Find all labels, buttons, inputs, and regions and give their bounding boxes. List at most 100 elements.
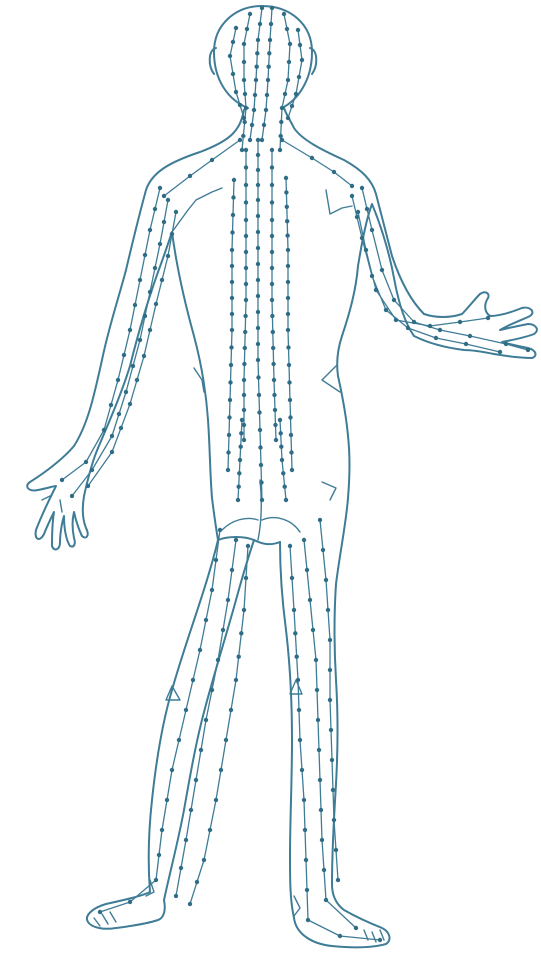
acupoint-dot: [254, 78, 258, 82]
acupoint-dot: [285, 233, 289, 237]
acupoint-dot: [316, 718, 320, 722]
acupoint-dot: [242, 60, 246, 64]
acupoint-dot: [242, 42, 246, 46]
acupoint-dot: [98, 910, 102, 914]
acupoint-dot: [258, 428, 262, 432]
acupoint-dot: [354, 926, 358, 930]
acupoint-dot: [295, 655, 299, 659]
acupoint-dot: [285, 205, 289, 209]
acupoint-dot: [324, 578, 328, 582]
acupoint-dot: [279, 445, 283, 449]
acupoint-dot: [86, 484, 90, 488]
acupoint-dot: [160, 828, 164, 832]
acupoint-dot: [267, 65, 271, 69]
acupoint-dot: [135, 378, 139, 382]
acupoint-dot: [237, 655, 241, 659]
acupoint-dot: [318, 518, 322, 522]
acupoint-dot: [122, 353, 126, 357]
acupoint-dot: [230, 248, 234, 252]
acupoint-dot: [256, 153, 260, 157]
acupoint-dot: [281, 471, 285, 475]
acupoint-dot: [210, 158, 214, 162]
acupoint-dot: [153, 266, 157, 270]
acupoint-dot: [90, 468, 94, 472]
acupoint-dot: [221, 628, 225, 632]
acupoint-dot: [356, 210, 360, 214]
acupoint-dot: [270, 298, 274, 302]
acupoint-dot: [244, 266, 248, 270]
acupoint-dot: [244, 218, 248, 222]
acupoint-dot: [184, 708, 188, 712]
right-buttock: [262, 518, 300, 532]
right-torso-outline: [337, 336, 348, 436]
meridian-line: [250, 8, 262, 140]
left-leg-inner-outline: [164, 540, 254, 900]
acupoint-dot: [256, 375, 260, 379]
meridian-lines: [62, 8, 528, 940]
acupoint-dot: [504, 342, 508, 346]
acupoint-dot: [270, 148, 274, 152]
acupoint-dot: [256, 38, 260, 42]
meridian-line: [352, 196, 500, 352]
acupoint-dot: [238, 458, 242, 462]
acupoint-dot: [242, 362, 246, 366]
acupoint-dot: [148, 328, 152, 332]
acupoint-dot: [70, 494, 74, 498]
acupoint-dot: [248, 138, 252, 142]
acupoint-dot: [332, 170, 336, 174]
acupoint-dot: [230, 312, 234, 316]
acupoint-dot: [328, 638, 332, 642]
acupoint-dot: [231, 195, 235, 199]
acupoint-dot: [138, 278, 142, 282]
acupoint-dot: [255, 65, 259, 69]
acupoint-dot: [224, 738, 228, 742]
acupoint-dot: [297, 75, 301, 79]
acupoint-dot: [360, 186, 364, 190]
acupuncture-points: [60, 6, 530, 942]
acupoint-dot: [338, 934, 342, 938]
acupoint-dot: [218, 528, 222, 532]
acupoint-dot: [238, 103, 242, 107]
acupoint-dot: [274, 438, 278, 442]
acupoint-dot: [279, 134, 283, 138]
acupoint-dot: [191, 678, 195, 682]
acupoint-dot: [293, 631, 297, 635]
acupoint-dot: [170, 232, 174, 236]
acupoint-dot: [142, 354, 146, 358]
acupoint-dot: [305, 888, 309, 892]
acupoint-dot: [256, 262, 260, 266]
acupoint-dot: [458, 320, 462, 324]
acupoint-dot: [273, 408, 277, 412]
acupoint-dot: [288, 544, 292, 548]
acupoint-dot: [116, 378, 120, 382]
acupoint-dot: [300, 768, 304, 772]
acupoint-dot: [428, 324, 432, 328]
acupoint-dot: [202, 858, 206, 862]
acupoint-dot: [131, 364, 135, 368]
acupoint-dot: [266, 78, 270, 82]
acupoint-dot: [166, 198, 170, 202]
meridian-line: [304, 540, 356, 928]
acupoint-dot: [286, 345, 290, 349]
acupoint-dot: [328, 668, 332, 672]
acupoint-dot: [286, 296, 290, 300]
acupoint-dot: [292, 608, 296, 612]
acupoint-dot: [60, 478, 64, 482]
acupoint-dot: [133, 303, 137, 307]
acupoint-dot: [310, 156, 314, 160]
acupoint-dot: [304, 858, 308, 862]
acupoint-dot: [240, 418, 244, 422]
acupoint-dot: [236, 498, 240, 502]
acupoint-dot: [289, 433, 293, 437]
acupoint-dot: [286, 264, 290, 268]
acupoint-dot: [257, 410, 261, 414]
acupoint-dot: [278, 148, 282, 152]
right-heel-mark: [294, 896, 300, 916]
acupoint-dot: [244, 148, 248, 152]
acupoint-dot: [283, 485, 287, 489]
acupoint-dot: [332, 818, 336, 822]
acupoint-dot: [158, 242, 162, 246]
acupoint-dot: [242, 408, 246, 412]
acupoint-dot: [256, 138, 260, 142]
acupoint-dot: [498, 350, 502, 354]
